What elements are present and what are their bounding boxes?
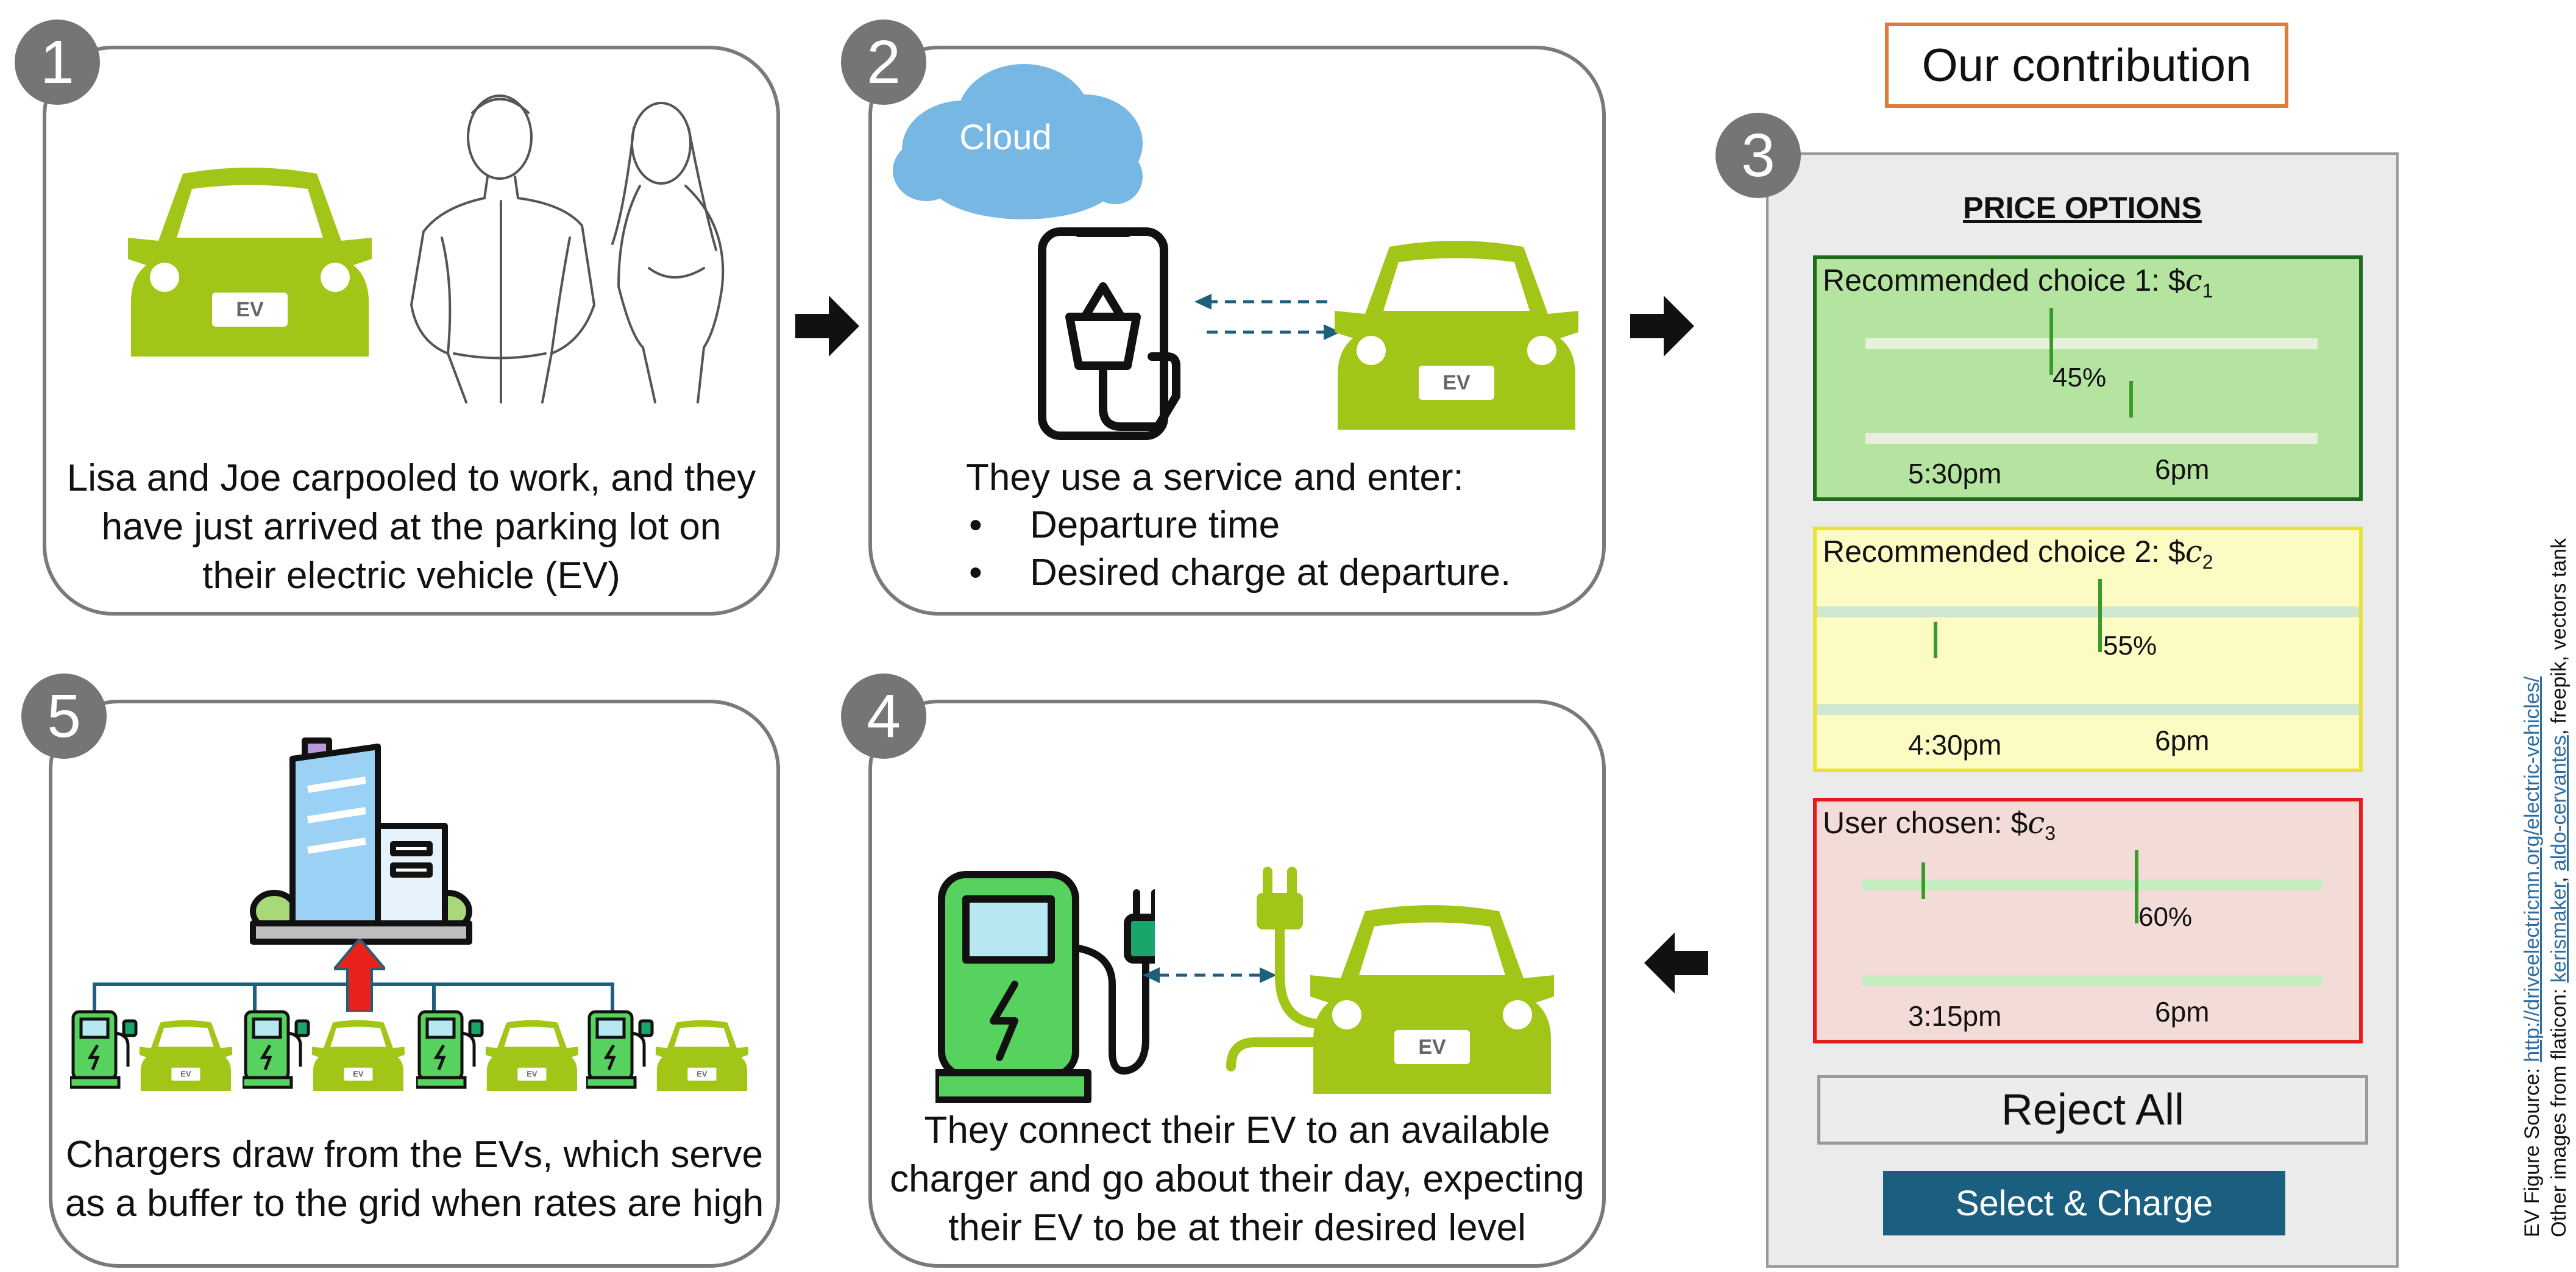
end-time: 6pm	[2155, 453, 2210, 485]
end-time: 6pm	[2155, 996, 2210, 1028]
option-label: Recommended choice 2: $c2	[1823, 534, 2213, 573]
step-badge-5: 5	[21, 673, 107, 759]
kerismaker-link[interactable]: kerismaker	[2547, 883, 2571, 983]
ev-plate-text: EV	[180, 1070, 191, 1079]
charge-marker	[2129, 381, 2133, 417]
departure-marker	[2098, 579, 2102, 652]
left-arrow-icon	[1644, 933, 1708, 993]
select-charge-button[interactable]: Select & Charge	[1883, 1171, 2285, 1235]
panel-2-caption: They use a service and enter: •Departure…	[966, 454, 1511, 597]
option-label: User chosen: $c3	[1823, 805, 2056, 844]
ev-charger-group: EV	[416, 1010, 578, 1091]
dashed-link-arrows	[1194, 294, 1341, 340]
right-arrow-icon	[795, 296, 859, 357]
ev-plate-text: EV	[1418, 1036, 1446, 1059]
source-link[interactable]: http://driveelectricmn.org/electric-vehi…	[2521, 676, 2544, 1062]
bullet-item: •Desired charge at departure.	[969, 552, 1511, 594]
dashed-link-arrows	[1143, 967, 1277, 983]
right-arrow-icon	[1630, 296, 1694, 357]
price-options-panel: PRICE OPTIONS Recommended choice 1: $c1 …	[1766, 152, 2399, 1268]
caption-line: They use a service and enter:	[966, 457, 1464, 499]
ev-charger-group: EV	[243, 1010, 405, 1091]
start-marker	[1934, 622, 1937, 658]
building-icon	[250, 737, 472, 945]
step-badge-3: 3	[1716, 113, 1801, 198]
timeline-bar	[1862, 975, 2322, 986]
caption-line: They connect their EV to an available	[924, 1109, 1550, 1151]
bullet-item: •Departure time	[969, 504, 1280, 546]
caption-line: as a buffer to the grid when rates are h…	[65, 1182, 764, 1224]
cloud-icon: Cloud	[893, 64, 1143, 219]
price-options-title: PRICE OPTIONS	[1963, 191, 2202, 225]
aldo-cervantes-link[interactable]: aldo-cervantes	[2547, 735, 2571, 872]
reject-all-button[interactable]: Reject All	[1817, 1075, 2368, 1145]
panel-1-caption: Lisa and Joe carpooled to work, and they…	[55, 454, 768, 600]
option-label: Recommended choice 1: $c1	[1823, 263, 2213, 302]
upward-red-arrow-icon	[334, 939, 385, 1012]
price-option-1[interactable]: Recommended choice 1: $c1 45% 5:30pm 6pm	[1813, 255, 2363, 501]
departure-marker	[2049, 308, 2053, 375]
price-option-3[interactable]: User chosen: $c3 60% 3:15pm 6pm	[1813, 798, 2363, 1043]
ev-plate-text: EV	[353, 1070, 364, 1079]
price-option-2[interactable]: Recommended choice 2: $c2 55% 4:30pm 6pm	[1813, 527, 2363, 772]
panel-5-caption: Chargers draw from the EVs, which serve …	[55, 1131, 774, 1228]
caption-line: have just arrived at the parking lot on	[101, 506, 722, 548]
ev-plate-text: EV	[527, 1070, 538, 1079]
step-badge-2: 2	[841, 20, 926, 105]
start-time: 5:30pm	[1908, 458, 2002, 489]
departure-marker	[2135, 850, 2138, 923]
end-time: 6pm	[2155, 725, 2210, 756]
caption-line: their electric vehicle (EV)	[202, 555, 620, 597]
charge-percent: 55%	[2103, 631, 2157, 661]
start-time: 4:30pm	[1908, 729, 2002, 761]
timeline-bar	[1817, 704, 2359, 715]
ev-car-illustration: EV	[128, 168, 372, 357]
smartphone-shopping-icon	[1038, 227, 1180, 440]
charge-percent: 45%	[2053, 363, 2107, 393]
image-credits: EV Figure Source: http://driveelectricmn…	[2519, 538, 2572, 1237]
contribution-label: Our contribution	[1885, 23, 2288, 108]
charge-level-bar	[1865, 338, 2318, 349]
ev-plate-text: EV	[697, 1070, 708, 1079]
timeline-bar	[1865, 433, 2318, 444]
start-marker	[1921, 862, 1925, 899]
caption-line: Chargers draw from the EVs, which serve	[66, 1134, 763, 1176]
credit-line-1: EV Figure Source: http://driveelectricmn…	[2521, 676, 2544, 1237]
caption-line: their EV to be at their desired level	[948, 1207, 1526, 1249]
ev-plate-text: EV	[1442, 371, 1471, 394]
ev-charger-group: EV	[586, 1010, 748, 1091]
panel-4-caption: They connect their EV to an available ch…	[875, 1106, 1600, 1252]
charge-percent: 60%	[2138, 902, 2193, 932]
ev-car-illustration: EV	[1335, 241, 1578, 430]
people-sketch	[410, 94, 725, 403]
step-badge-4: 4	[841, 673, 926, 759]
cloud-label: Cloud	[959, 118, 1052, 157]
charging-station-icon	[935, 871, 1155, 1103]
charge-level-bar	[1817, 606, 2359, 617]
ev-charger-group: EV	[70, 1010, 232, 1091]
start-time: 3:15pm	[1908, 1000, 2002, 1032]
caption-line: charger and go about their day, expectin…	[890, 1158, 1584, 1200]
ev-car-plug-illustration: EV	[1226, 867, 1554, 1094]
ev-plate-text: EV	[236, 298, 264, 321]
step-badge-1: 1	[15, 20, 100, 105]
credit-line-2: Other images from flaticon: kerismaker, …	[2547, 538, 2571, 1237]
caption-line: Lisa and Joe carpooled to work, and they	[66, 457, 756, 499]
charge-level-bar	[1862, 879, 2322, 890]
